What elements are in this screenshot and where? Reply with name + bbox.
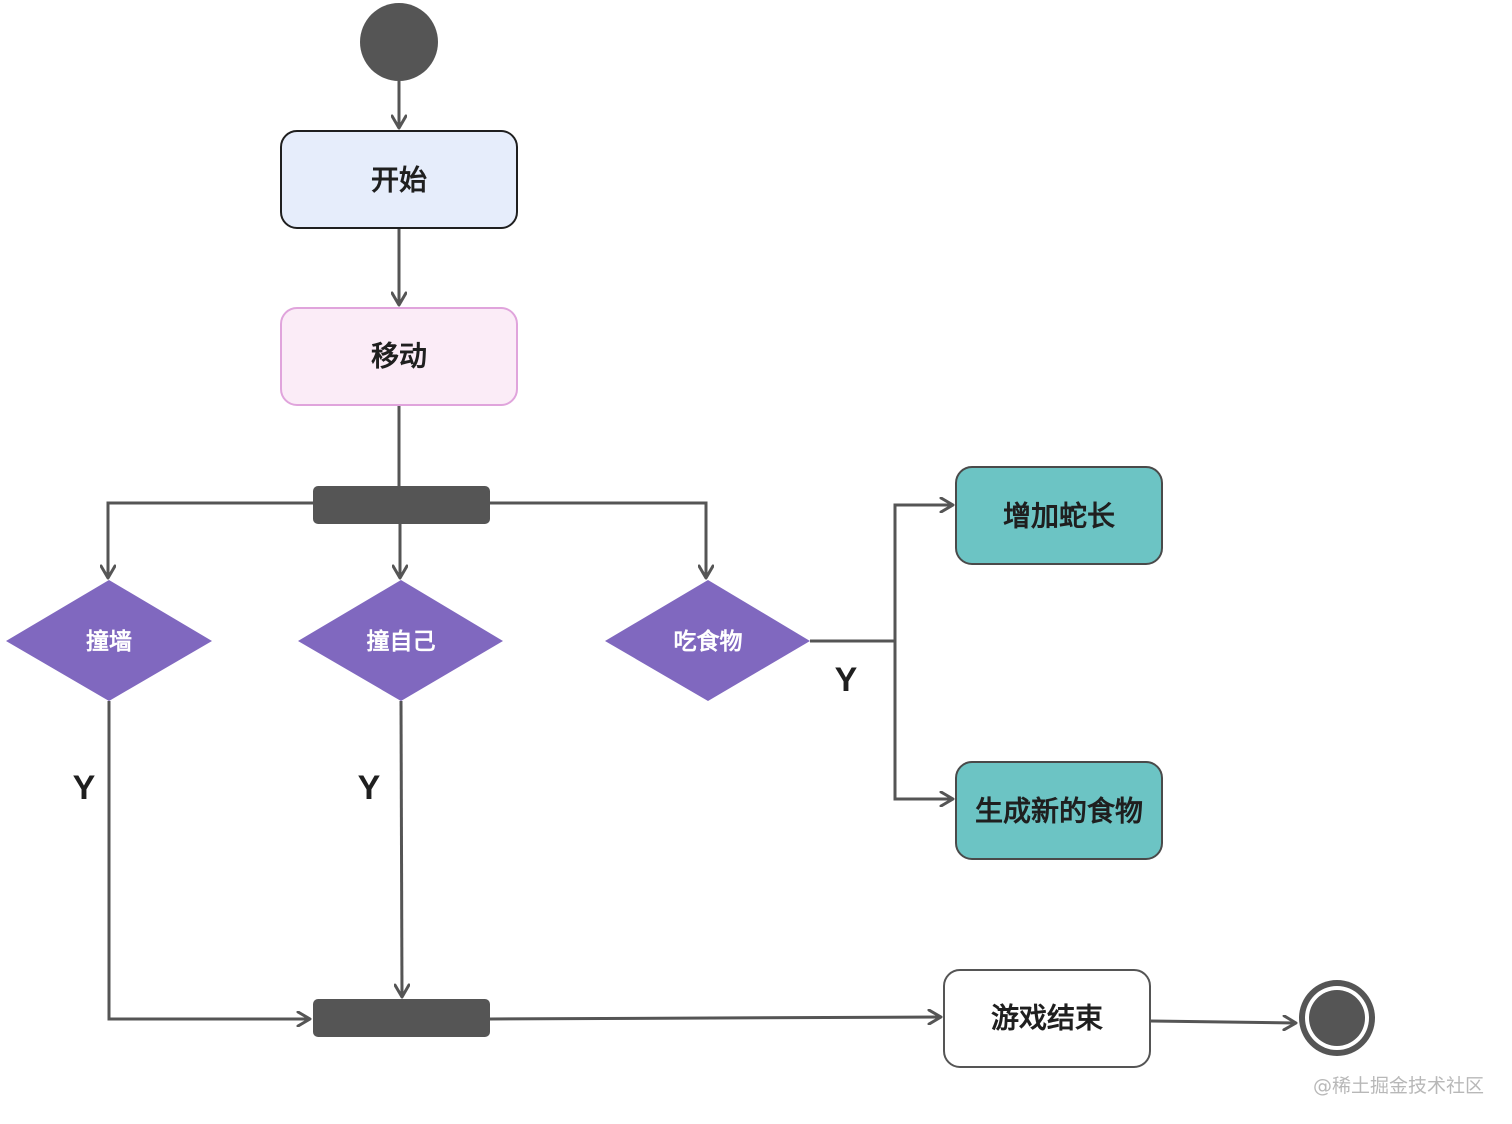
- start-node[interactable]: 开始: [280, 130, 518, 229]
- edge-food-to-grow: [893, 505, 953, 641]
- edge-label-food-yes: Y: [835, 661, 858, 699]
- final-node: [1299, 980, 1375, 1056]
- grow-snake-node[interactable]: 增加蛇长: [955, 466, 1163, 565]
- edge-self-to-join: [401, 700, 402, 997]
- new-food-label: 生成新的食物: [975, 795, 1143, 828]
- edge-wall-to-join: [107, 701, 310, 1019]
- decision-food-label: 吃食物: [674, 628, 743, 655]
- decision-wall[interactable]: 撞墙: [6, 580, 212, 701]
- edge-join-to-gameover: [489, 1017, 941, 1019]
- grow-snake-label: 增加蛇长: [1003, 500, 1115, 533]
- watermark: @稀土掘金技术社区: [1312, 1075, 1484, 1097]
- decision-self[interactable]: 撞自己: [298, 580, 503, 701]
- edge-label-self-yes: Y: [358, 769, 381, 807]
- edge-food-to-newfood: [893, 641, 953, 799]
- edge-fork-to-food: [489, 501, 706, 578]
- fork-bar: [313, 486, 490, 524]
- move-node-label: 移动: [371, 340, 427, 373]
- decision-wall-label: 撞墙: [86, 628, 132, 655]
- new-food-node[interactable]: 生成新的食物: [955, 761, 1163, 860]
- game-over-node[interactable]: 游戏结束: [943, 969, 1151, 1068]
- edge-label-wall-yes: Y: [73, 769, 96, 807]
- game-over-label: 游戏结束: [991, 1002, 1103, 1035]
- decision-self-label: 撞自己: [367, 628, 436, 655]
- move-node[interactable]: 移动: [280, 307, 518, 406]
- join-bar: [313, 999, 490, 1037]
- edge-gameover-to-final: [1150, 1021, 1296, 1023]
- start-node-label: 开始: [371, 164, 427, 197]
- initial-node: [360, 3, 438, 81]
- decision-food[interactable]: 吃食物: [605, 580, 810, 701]
- edge-fork-to-wall: [108, 501, 313, 578]
